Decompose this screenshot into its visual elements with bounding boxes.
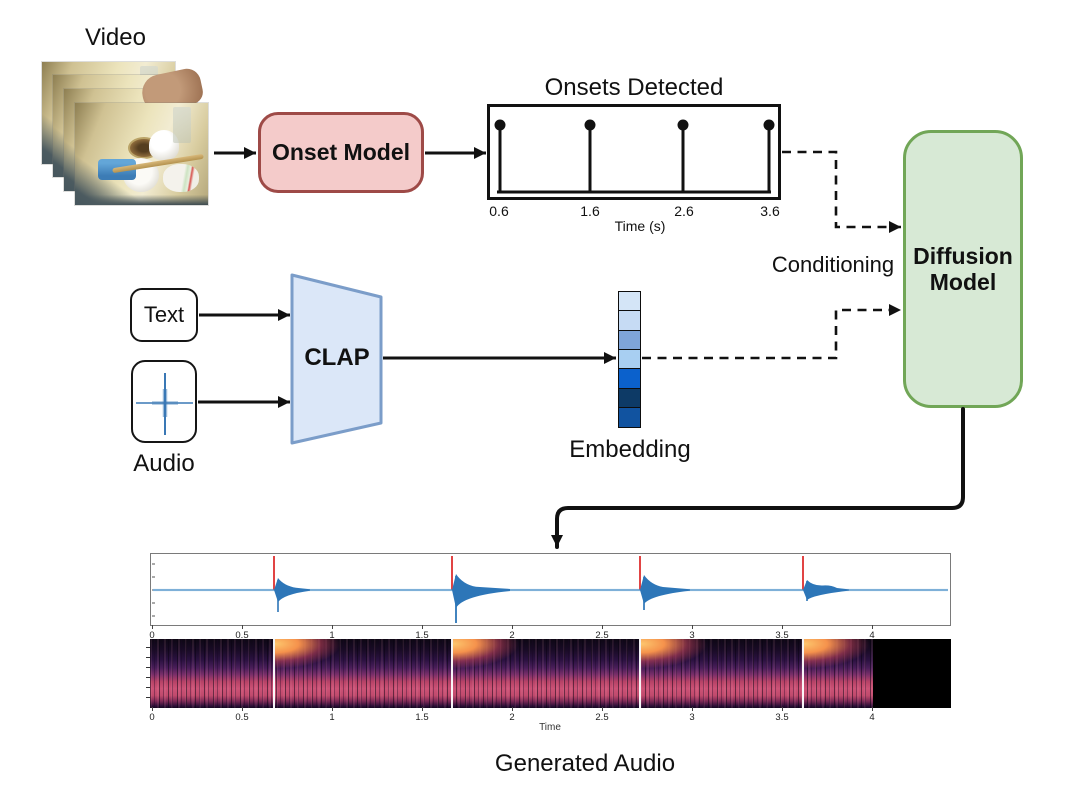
video-frame-stack [42,60,212,210]
onsets-tick: 1.6 [580,203,600,219]
x-tick: 4 [852,707,892,723]
onset-burst [275,639,359,671]
onset-burst [641,639,725,671]
x-tick: 0.5 [222,707,262,723]
diffusion-model-box: Diffusion Model [903,130,1023,408]
x-tick: 3 [672,625,712,641]
x-tick: 1 [312,707,352,723]
y-tick [146,677,150,678]
generated-waveform-plot [150,553,951,626]
y-tick [146,657,150,658]
x-tick: 1.5 [402,625,442,641]
y-tick [146,697,150,698]
y-tick [146,667,150,668]
onset-marker-line [639,639,641,708]
onset-burst [453,639,537,671]
generated-audio-label: Generated Audio [494,750,676,777]
onset-model-label: Onset Model [271,139,410,165]
embedding-cell [618,349,641,370]
arrow-diffusion-to-output [551,407,965,549]
x-tick: 2 [492,707,532,723]
video-label: Video [85,24,146,51]
dashed-arrow-onsets-to-diffusion [782,150,901,233]
onsets-tick: 0.6 [489,203,509,219]
x-tick: 4 [852,625,892,641]
audio-input-label: Audio [133,450,195,477]
stem-plot [494,119,775,194]
embedding-strip [618,291,641,428]
embedding-cell [618,368,641,390]
x-tick: 1.5 [402,707,442,723]
diffusion-model-label-line1: Diffusion [913,242,1013,269]
x-tick: 2.5 [582,625,622,641]
audio-input-box [131,360,197,443]
x-tick: 0.5 [222,625,262,641]
x-tick: 3 [672,707,712,723]
x-tick: 0 [132,707,172,723]
video-frame-front [75,103,208,205]
embedding-cell [618,310,641,332]
onsets-tick: 2.6 [674,203,694,219]
onsets-xlabel: Time (s) [614,218,666,234]
text-input-box: Text [130,288,198,342]
waveform-svg [152,556,948,623]
audio-waveform-icon [135,372,193,435]
x-tick: 2.5 [582,707,622,723]
onset-marker-line [273,639,275,708]
onset-burst [804,639,873,671]
conditioning-label: Conditioning [771,252,895,277]
y-tick [146,687,150,688]
embedding-cell [618,387,641,409]
onsets-plot-title: Onsets Detected [544,74,724,101]
onsets-detected-plot [487,104,781,200]
text-input-label: Text [143,302,185,327]
spectrogram-xlabel: Time [539,722,561,733]
embedding-cell [618,329,641,351]
onset-marker-line [451,639,453,708]
x-tick: 3.5 [762,707,802,723]
spectrogram-content [150,639,873,708]
spectrogram-plot [146,639,951,708]
spectrogram-x-axis: 0 0.5 1 1.5 2 2.5 3 3.5 4 [149,707,951,726]
diffusion-model-label-line2: Model [929,269,997,295]
clap-label: CLAP [304,344,370,371]
embedding-cell [618,407,641,428]
dashed-arrow-embedding-to-diffusion [642,304,901,360]
embedding-cell [618,291,641,312]
onset-marker-line [802,639,804,708]
onsets-tick: 3.6 [760,203,780,219]
x-tick: 0 [132,625,172,641]
x-tick: 1 [312,625,352,641]
cup-icon [162,164,199,193]
embedding-label: Embedding [569,436,691,463]
y-tick [146,647,150,648]
x-tick: 3.5 [762,625,802,641]
x-tick: 2 [492,625,532,641]
onset-model-box: Onset Model [258,112,424,193]
glass-icon [173,107,192,144]
waveform-x-axis: 0 0.5 1 1.5 2 2.5 3 3.5 4 [149,625,951,644]
